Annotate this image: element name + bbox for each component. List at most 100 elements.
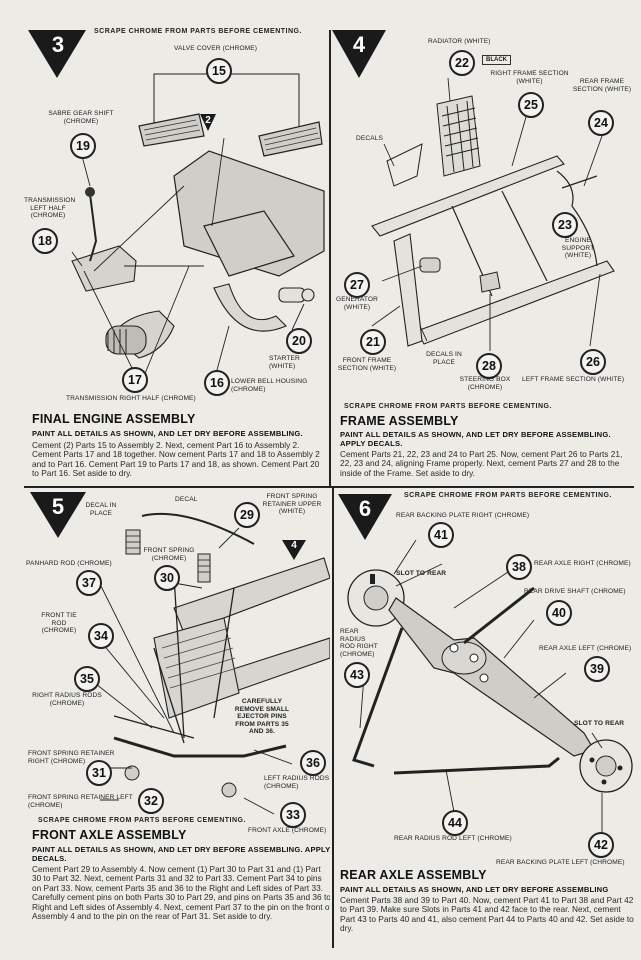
step-5-scrape-note: SCRAPE CHROME FROM PARTS BEFORE CEMENTIN…: [38, 817, 246, 824]
step-3-scrape-note: SCRAPE CHROME FROM PARTS BEFORE CEMENTIN…: [94, 28, 302, 35]
step-4-scrape-note: SCRAPE CHROME FROM PARTS BEFORE CEMENTIN…: [344, 403, 552, 410]
vertical-divider-bottom: [332, 488, 334, 948]
subassembly-4-number: 4: [291, 540, 297, 551]
label-front-frame-section: FRONT FRAME SECTION (WHITE): [337, 357, 397, 372]
callout-22: 22: [449, 50, 475, 76]
step-4-body: Cement Parts 21, 22, 23 and 24 to Part 2…: [340, 449, 623, 478]
callout-29: 29: [234, 502, 260, 528]
label-carefully-remove: CAREFULLY REMOVE SMALL EJECTOR PINS FROM…: [234, 698, 290, 736]
callout-32: 32: [138, 788, 164, 814]
label-rear-axle-right: REAR AXLE RIGHT (CHROME): [534, 560, 631, 567]
label-rear-axle-left: REAR AXLE LEFT (CHROME): [539, 645, 632, 652]
label-transmission-right: TRANSMISSION RIGHT HALF (CHROME): [66, 395, 196, 402]
callout-21: 21: [360, 329, 386, 355]
step-4-subtitle: PAINT ALL DETAILS AS SHOWN, AND LET DRY …: [340, 430, 611, 448]
label-decals: DECALS: [356, 135, 383, 142]
callout-43: 43: [344, 662, 370, 688]
step-5-panel: 5 DECAL DECAL IN PLACE FRONT SPRING RETA…: [24, 488, 330, 950]
label-rear-radius-rod-right: REAR RADIUS ROD RIGHT (CHROME): [340, 628, 378, 658]
label-black-tag: BLACK: [482, 55, 511, 65]
callout-38: 38: [506, 554, 532, 580]
label-steering-box: STEERING BOX (CHROME): [459, 376, 511, 391]
step-4-title: FRAME ASSEMBLY: [340, 414, 459, 428]
callout-18: 18: [32, 228, 58, 254]
step-3-body: Cement (2) Parts 15 to Assembly 2. Next,…: [32, 440, 320, 479]
callout-19: 19: [70, 133, 96, 159]
step-5-diagram: [30, 492, 330, 815]
label-transmission-left: TRANSMISSION LEFT HALF (CHROME): [24, 197, 76, 220]
label-rear-drive-shaft: REAR DRIVE SHAFT (CHROME): [524, 588, 626, 595]
step-6-number: 6: [358, 496, 372, 521]
label-sabre-gear-shift: SABRE GEAR SHIFT (CHROME): [48, 110, 114, 125]
label-valve-cover: VALVE COVER (CHROME): [174, 45, 258, 52]
step-5-subtitle: PAINT ALL DETAILS AS SHOWN, AND LET DRY …: [32, 845, 330, 863]
callout-28: 28: [476, 353, 502, 379]
callout-33: 33: [280, 802, 306, 828]
callout-39: 39: [584, 656, 610, 682]
label-left-frame-section: LEFT FRAME SECTION (WHITE): [522, 376, 625, 383]
label-left-radius-rods: LEFT RADIUS RODS (CHROME): [264, 775, 330, 790]
callout-24: 24: [588, 110, 614, 136]
callout-27: 27: [344, 272, 370, 298]
callout-15: 15: [206, 58, 232, 84]
step-3-subtitle: PAINT ALL DETAILS AS SHOWN, AND LET DRY …: [32, 429, 303, 438]
callout-44: 44: [442, 810, 468, 836]
callout-20: 20: [286, 328, 312, 354]
label-decal: DECAL: [175, 496, 198, 503]
step-6-title: REAR AXLE ASSEMBLY: [340, 868, 487, 882]
callout-41: 41: [428, 522, 454, 548]
label-lower-bell-housing: LOWER BELL HOUSING (CHROME): [231, 378, 308, 393]
callout-17: 17: [122, 367, 148, 393]
step-6-body: Cement Parts 38 and 39 to Part 40. Now, …: [340, 895, 634, 934]
callout-30: 30: [154, 565, 180, 591]
label-rear-backing-plate-left: REAR BACKING PLATE LEFT (CHROME): [496, 859, 625, 866]
step-5-body: Cement Part 29 to Assembly 4. Now cement…: [32, 864, 330, 922]
callout-42: 42: [588, 832, 614, 858]
label-slot-to-rear-2: SLOT TO REAR: [574, 720, 625, 727]
callout-23: 23: [552, 212, 578, 238]
callout-36: 36: [300, 750, 326, 776]
step-3-title: FINAL ENGINE ASSEMBLY: [32, 412, 196, 426]
horizontal-divider: [24, 486, 634, 488]
callout-35: 35: [74, 666, 100, 692]
step-6-scrape-note: SCRAPE CHROME FROM PARTS BEFORE CEMENTIN…: [404, 492, 612, 499]
step-6-subtitle: PAINT ALL DETAILS AS SHOWN, AND LET DRY …: [340, 885, 609, 894]
subassembly-2-number: 2: [205, 115, 211, 126]
step-3-number: 3: [51, 32, 65, 57]
label-front-spring: FRONT SPRING (CHROME): [143, 547, 195, 562]
label-decals-in-place: DECALS IN PLACE: [426, 351, 462, 366]
callout-40: 40: [546, 600, 572, 626]
label-generator: GENERATOR (WHITE): [335, 296, 379, 311]
label-rear-radius-rod-left: REAR RADIUS ROD LEFT (CHROME): [394, 835, 512, 842]
callout-16: 16: [204, 370, 230, 396]
label-starter: STARTER (WHITE): [269, 355, 300, 370]
step-6-panel: 6 SCRAPE CHROME FROM PARTS BEFORE CEMENT…: [334, 488, 634, 950]
label-front-spring-retainer-left: FRONT SPRING RETAINER LEFT (CHROME): [28, 794, 133, 809]
vertical-divider-top: [329, 30, 331, 488]
callout-34: 34: [88, 623, 114, 649]
label-right-radius-rods: RIGHT RADIUS RODS (CHROME): [32, 692, 102, 707]
step-4-diagram: [332, 30, 615, 351]
step-6-diagram: [338, 494, 633, 834]
label-slot-to-rear-1: SLOT TO REAR: [396, 570, 447, 577]
callout-25: 25: [518, 92, 544, 118]
label-front-tie-rod: FRONT TIE ROD (CHROME): [41, 612, 77, 635]
label-right-frame-section: RIGHT FRAME SECTION (WHITE): [490, 70, 569, 85]
label-front-spring-retainer-upper: FRONT SPRING RETAINER UPPER (WHITE): [262, 493, 322, 516]
step-4-panel: 4 RADIATOR (WHITE) 22 BLACK RIGHT FRAME …: [332, 26, 634, 486]
step-5-number: 5: [51, 494, 65, 519]
label-rear-frame-section: REAR FRAME SECTION (WHITE): [572, 78, 632, 93]
label-radiator: RADIATOR (WHITE): [428, 38, 491, 45]
step-5-title: FRONT AXLE ASSEMBLY: [32, 828, 187, 842]
callout-26: 26: [580, 349, 606, 375]
step-4-number: 4: [352, 32, 366, 57]
label-decal-in-place: DECAL IN PLACE: [85, 502, 117, 517]
label-front-axle: FRONT AXLE (CHROME): [248, 827, 327, 834]
step-3-panel: 3 SCRAPE CHROME FROM PARTS BEFORE CEMENT…: [24, 26, 328, 486]
label-rear-backing-plate-right: REAR BACKING PLATE RIGHT (CHROME): [396, 512, 530, 519]
label-front-spring-retainer-right: FRONT SPRING RETAINER RIGHT (CHROME): [28, 750, 115, 765]
callout-31: 31: [86, 760, 112, 786]
label-panhard-rod: PANHARD ROD (CHROME): [26, 560, 112, 567]
callout-37: 37: [76, 570, 102, 596]
